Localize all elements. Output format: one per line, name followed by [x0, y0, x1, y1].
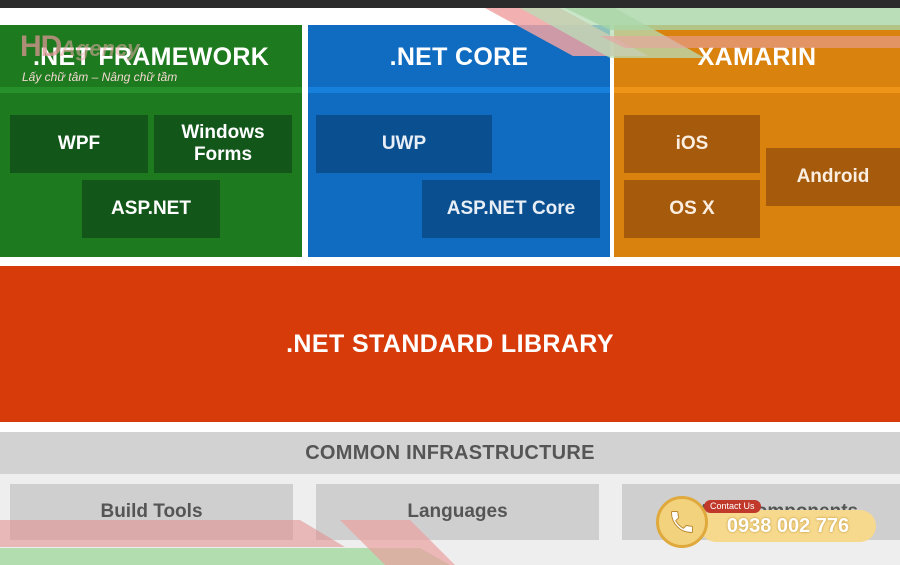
agency-logo-wordmark: Agency [60, 36, 140, 61]
top-border [0, 0, 900, 8]
aspnet-core-box: ASP.NET Core [422, 180, 600, 238]
dotnet-core-panel: .NET CORE UWP ASP.NET Core [308, 25, 610, 257]
core-divider [308, 87, 610, 93]
stripe-bottom-red [0, 520, 345, 547]
wpf-box: WPF [10, 115, 148, 173]
common-infrastructure-title: COMMON INFRASTRUCTURE [0, 432, 900, 474]
dotnet-framework-panel: .NET FRAMEWORK WPF Windows Forms ASP.NET [0, 25, 302, 257]
xamarin-panel: XAMARIN iOS OS X Android [614, 25, 900, 257]
osx-box: OS X [624, 180, 760, 238]
stripe-bottom-pink [340, 520, 455, 565]
languages-box: Languages [316, 484, 599, 540]
windows-forms-box: Windows Forms [154, 115, 292, 173]
agency-logo-mark: HD [20, 30, 62, 63]
xamarin-divider [614, 87, 900, 93]
dotnet-framework-title: .NET FRAMEWORK [32, 43, 270, 71]
stripe-top-red [600, 36, 900, 48]
contact-widget[interactable]: 0938 002 776 Contact Us [656, 496, 876, 548]
framework-divider [0, 87, 302, 93]
phone-icon[interactable] [656, 496, 708, 548]
dotnet-standard-library: .NET STANDARD LIBRARY [0, 266, 900, 422]
stripe-top-band [565, 8, 900, 30]
ios-box: iOS [624, 115, 760, 173]
dotnet-core-title: .NET CORE [389, 43, 529, 71]
uwp-box: UWP [316, 115, 492, 173]
agency-tagline: Lấy chữ tâm – Nâng chữ tầm [22, 70, 178, 84]
aspnet-box: ASP.NET [82, 180, 220, 238]
stripe-bottom-green [0, 548, 450, 565]
phone-number[interactable]: 0938 002 776 [700, 510, 876, 542]
android-box: Android [766, 148, 900, 206]
contact-us-label: Contact Us [704, 500, 761, 513]
